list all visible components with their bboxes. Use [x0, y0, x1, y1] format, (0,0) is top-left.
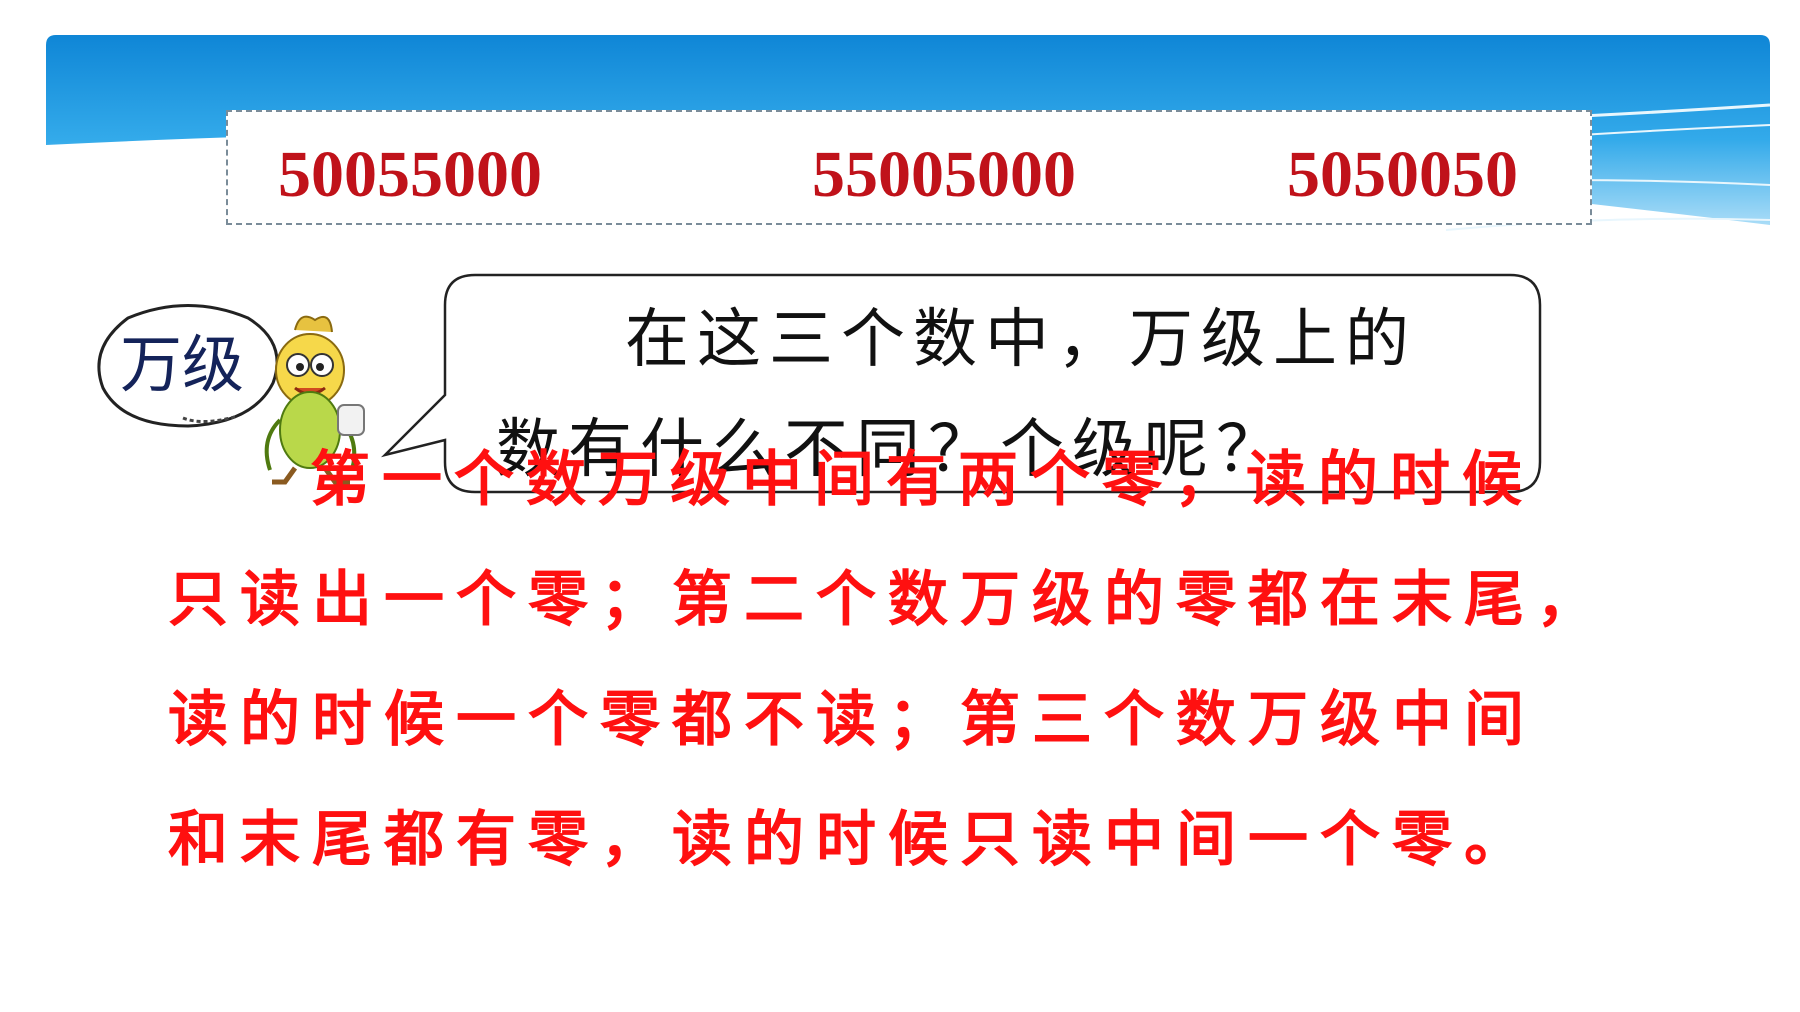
answer-line-1: 第一个数万级中间有两个零，读的时候: [310, 445, 1534, 515]
answer-line-2: 只读出一个零；第二个数万级的零都在末尾，: [168, 565, 1608, 635]
thought-bubble: [97, 304, 279, 428]
answer-line-4: 和末尾都有零，读的时候只读中间一个零。: [168, 805, 1536, 875]
answer-line-3: 读的时候一个零都不读；第三个数万级中间: [168, 685, 1536, 755]
thought-label: 万级: [120, 328, 245, 401]
numbers-box: [226, 110, 1592, 225]
number-1: 50055000: [278, 138, 542, 211]
number-2: 55005000: [812, 138, 1076, 211]
number-3: 5050050: [1287, 138, 1518, 211]
corn-mascot-icon: [264, 315, 365, 485]
speech-bubble-line-1: 在这三个数中，万级上的: [625, 303, 1417, 377]
speech-bubble-line-2: 数有什么不同？个级呢？: [496, 413, 1288, 487]
